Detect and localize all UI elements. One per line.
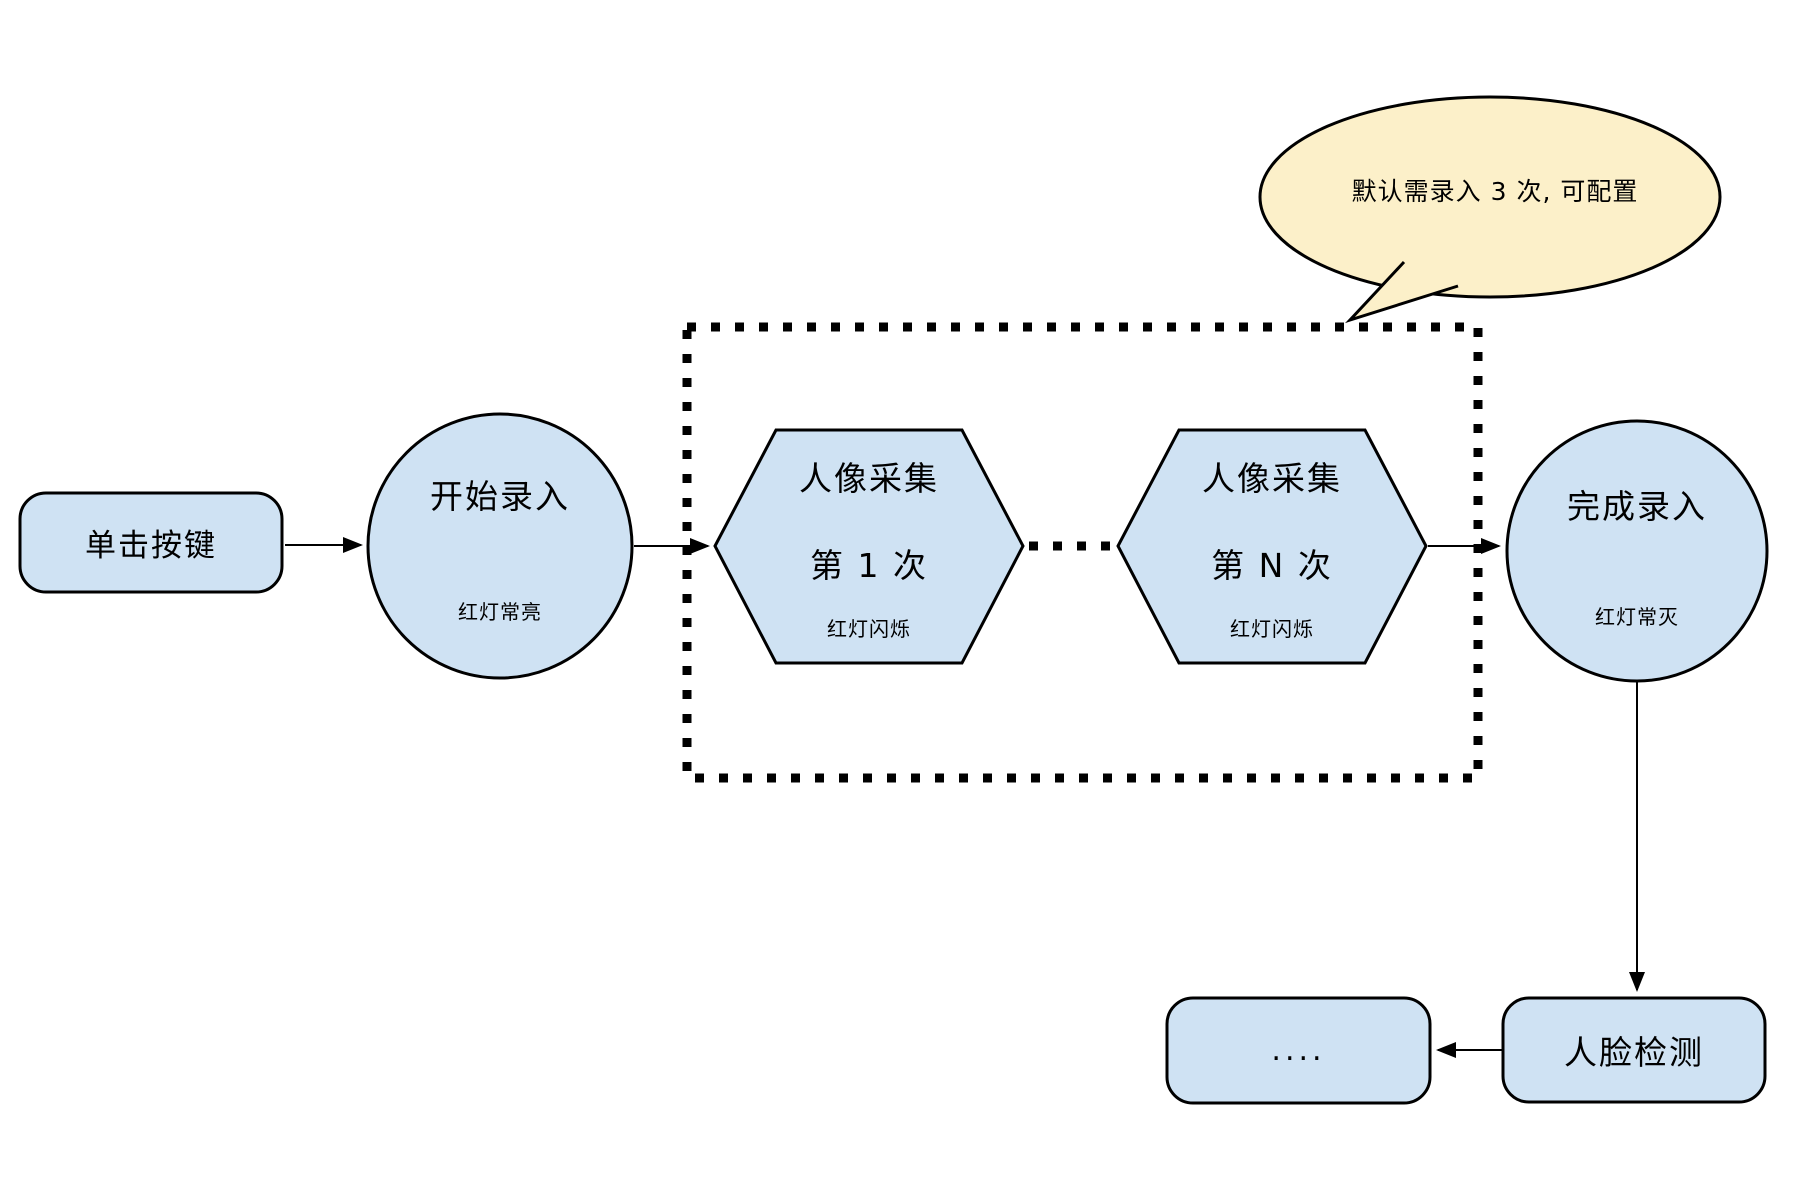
ellipsis-label: .... [1271, 1033, 1326, 1068]
capture-first-label: 人像采集 [799, 459, 939, 498]
start-entry-circle [366, 412, 634, 680]
click-button-label: 单击按键 [85, 528, 217, 564]
start-entry-label: 开始录入 [430, 477, 570, 516]
callout-bubble [1258, 95, 1722, 299]
finish-entry-status: 红灯常灭 [1595, 605, 1679, 629]
click-button-node [18, 491, 284, 594]
capture-nth-sequence: 第 N 次 [1211, 546, 1333, 585]
capture-first-sequence: 第 1 次 [810, 546, 928, 585]
callout-tail [1345, 260, 1459, 324]
ellipsis-node [1165, 996, 1432, 1105]
callout-text: 默认需录入 3 次, 可配置 [1351, 177, 1639, 206]
repeat-group-dotted-box [682, 322, 1483, 783]
start-entry-status: 红灯常亮 [458, 600, 542, 624]
finish-entry-circle [1505, 419, 1769, 683]
capture-first-status: 红灯闪烁 [827, 617, 911, 641]
finish-entry-label: 完成录入 [1567, 487, 1707, 526]
capture-first-hexagon [713, 428, 1025, 665]
capture-nth-hexagon [1116, 428, 1428, 665]
capture-nth-label: 人像采集 [1202, 459, 1342, 498]
face-detection-label: 人脸检测 [1564, 1033, 1704, 1072]
capture-nth-status: 红灯闪烁 [1230, 617, 1314, 641]
